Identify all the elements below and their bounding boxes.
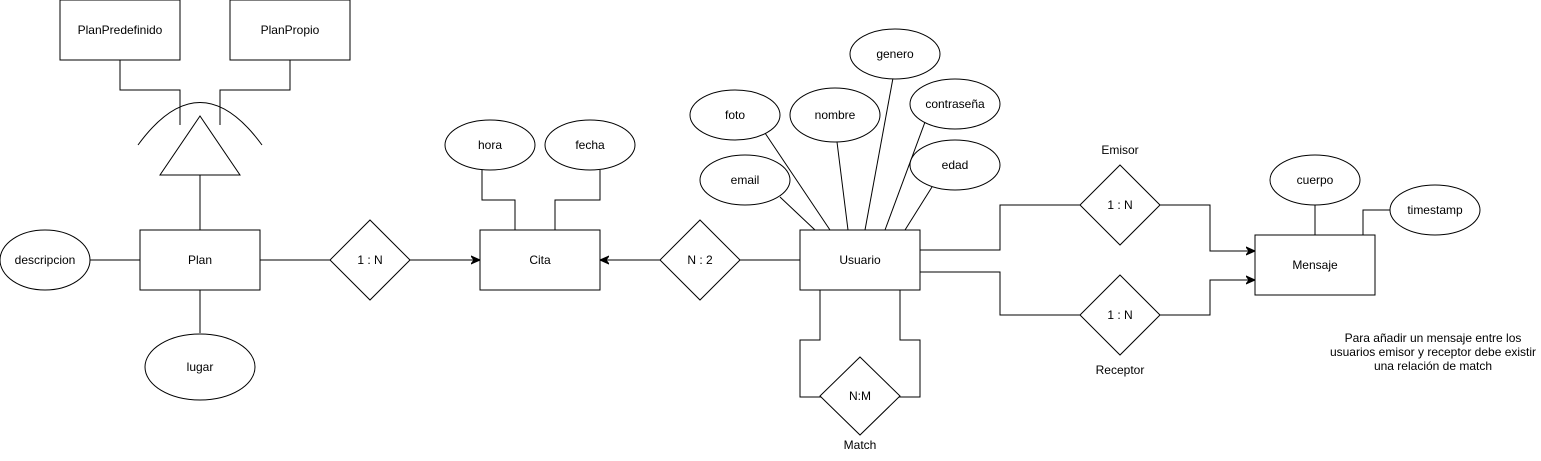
edge-usuario-match-right xyxy=(890,290,921,398)
edge-email-usuario xyxy=(779,196,816,231)
relationship-emisor-label: 1 : N xyxy=(1107,198,1132,212)
attribute-lugar-label: lugar xyxy=(187,360,214,374)
attribute-genero[interactable]: genero xyxy=(849,28,941,80)
entity-usuario[interactable]: Usuario xyxy=(799,229,921,291)
relationship-match[interactable]: N:M xyxy=(819,356,901,436)
attribute-hora-label: hora xyxy=(478,138,502,152)
inheritance-triangle xyxy=(159,115,241,176)
attribute-descripcion-label: descripcion xyxy=(15,253,76,267)
label-match: Match xyxy=(844,438,877,452)
entity-planpredefinido-label: PlanPredefinido xyxy=(78,23,163,37)
attribute-hora[interactable]: hora xyxy=(444,119,536,171)
relationship-plan-cita-label: 1 : N xyxy=(357,253,382,267)
attribute-foto[interactable]: foto xyxy=(689,89,781,141)
inheritance-symbol xyxy=(137,102,263,176)
attribute-email[interactable]: email xyxy=(699,154,791,206)
entity-cita-label: Cita xyxy=(529,253,551,267)
constraint-note-line-3: una relación de match xyxy=(1373,359,1493,373)
edge-usuario-emisor xyxy=(920,204,1080,251)
attribute-timestamp[interactable]: timestamp xyxy=(1389,184,1481,236)
constraint-note-line-1: Para añadir un mensaje entre los xyxy=(1344,331,1522,345)
attribute-fecha[interactable]: fecha xyxy=(544,119,636,171)
attribute-nombre-label: nombre xyxy=(815,108,856,122)
edge-planpropio-isa xyxy=(219,60,291,125)
constraint-note: Para añadir un mensaje entre los usuario… xyxy=(1313,331,1541,373)
attribute-cuerpo[interactable]: cuerpo xyxy=(1269,154,1361,206)
edge-emisor-mensaje xyxy=(1160,204,1255,251)
label-receptor: Receptor xyxy=(1096,363,1145,377)
relationship-receptor[interactable]: 1 : N xyxy=(1079,274,1161,356)
edge-genero-usuario xyxy=(864,77,894,231)
attribute-descripcion[interactable]: descripcion xyxy=(0,229,91,291)
inheritance-arc xyxy=(137,102,263,146)
edge-planpredefinido-isa xyxy=(119,60,181,125)
attribute-nombre[interactable]: nombre xyxy=(789,87,881,143)
edge-timestamp-mensaje xyxy=(1362,209,1392,235)
relationship-plan-cita[interactable]: 1 : N xyxy=(329,219,411,301)
attribute-email-label: email xyxy=(731,173,760,187)
attribute-cuerpo-label: cuerpo xyxy=(1297,173,1334,187)
constraint-note-line-2: usuarios emisor y receptor debe existir xyxy=(1329,345,1537,359)
relationship-cita-usuario[interactable]: N : 2 xyxy=(659,219,741,301)
edge-foto-usuario xyxy=(764,132,831,231)
entity-plan[interactable]: Plan xyxy=(139,229,261,291)
connectors xyxy=(90,60,1392,398)
entity-plan-label: Plan xyxy=(188,253,212,267)
entity-planpredefinido[interactable]: PlanPredefinido xyxy=(59,0,181,61)
relationship-emisor[interactable]: 1 : N xyxy=(1079,164,1161,246)
edge-hora-cita xyxy=(481,170,516,230)
attribute-edad[interactable]: edad xyxy=(909,139,1001,191)
edge-receptor-mensaje xyxy=(1160,280,1255,316)
attribute-lugar[interactable]: lugar xyxy=(144,333,256,401)
edge-usuario-receptor xyxy=(920,271,1080,316)
attribute-contrasena[interactable]: contraseña xyxy=(909,78,1001,130)
attribute-contrasena-label: contraseña xyxy=(925,97,985,111)
attribute-genero-label: genero xyxy=(876,47,914,61)
edge-usuario-match-left xyxy=(799,290,830,398)
entity-planpropio[interactable]: PlanPropio xyxy=(229,0,351,61)
attribute-edad-label: edad xyxy=(942,158,969,172)
entity-cita[interactable]: Cita xyxy=(479,229,601,291)
entity-planpropio-label: PlanPropio xyxy=(261,23,320,37)
attribute-timestamp-label: timestamp xyxy=(1407,203,1463,217)
relationship-receptor-label: 1 : N xyxy=(1107,308,1132,322)
relationship-match-label: N:M xyxy=(849,389,871,403)
edge-fecha-cita xyxy=(554,170,601,230)
relationship-cita-usuario-label: N : 2 xyxy=(687,253,713,267)
label-emisor: Emisor xyxy=(1101,143,1138,157)
edge-nombre-usuario xyxy=(836,141,849,231)
entity-mensaje[interactable]: Mensaje xyxy=(1254,234,1376,296)
entity-mensaje-label: Mensaje xyxy=(1292,258,1338,272)
attribute-foto-label: foto xyxy=(725,108,745,122)
edge-contrasena-usuario xyxy=(884,121,926,231)
entity-usuario-label: Usuario xyxy=(839,253,881,267)
attribute-fecha-label: fecha xyxy=(575,138,605,152)
edge-edad-usuario xyxy=(904,186,933,231)
